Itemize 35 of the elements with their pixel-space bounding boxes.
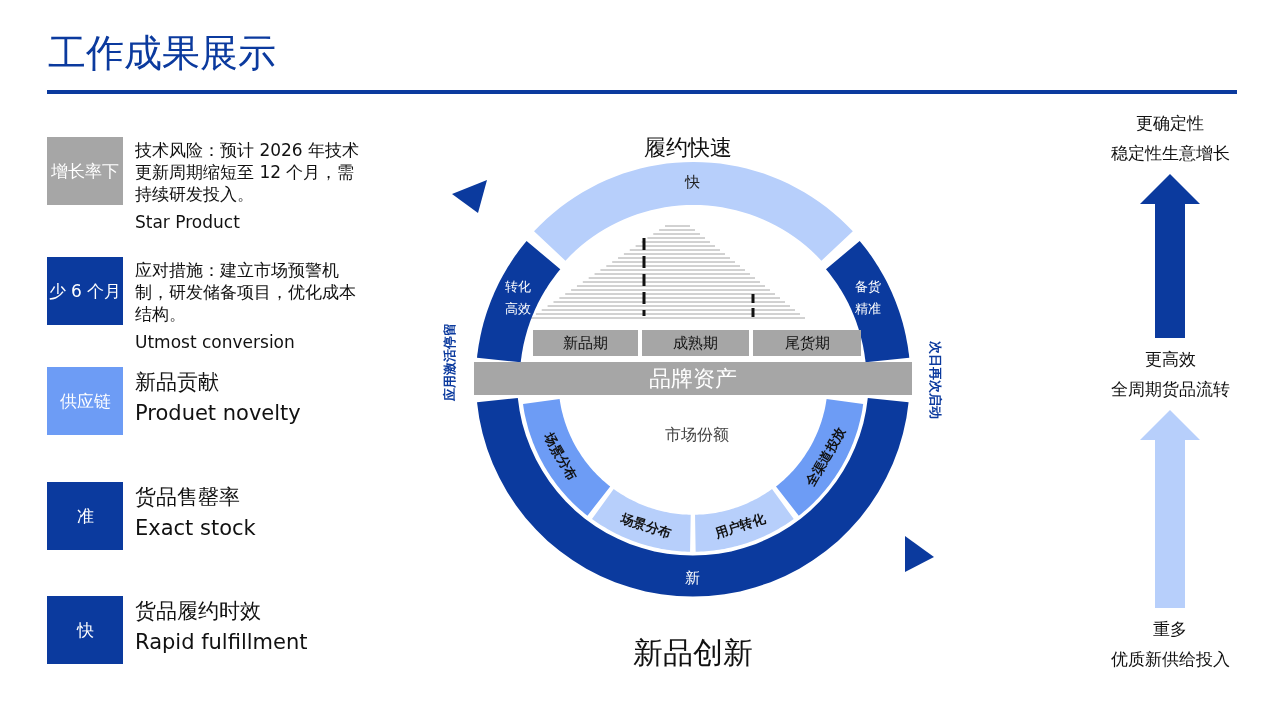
block-arrow — [1140, 410, 1200, 608]
phase-box: 成熟期 — [642, 330, 749, 356]
side-caption: 应用激活停留 — [441, 323, 458, 401]
item-heading: 技术风险：预计 2026 年技术更新周期缩短至 12 个月，需持续研发投入。 — [135, 139, 361, 205]
phase-box: 新品期 — [533, 330, 638, 356]
item-heading: 货品履约时效 — [135, 598, 262, 624]
center-caption: 市场份额 — [665, 424, 729, 446]
outcome-text: 更高效 — [1143, 348, 1197, 371]
label-box: 准 — [47, 482, 123, 550]
ring-segment: 快 — [533, 162, 853, 261]
outcome-text: 稳定性生意增长 — [1109, 142, 1231, 165]
label-box: 少 6 个月 — [47, 257, 123, 325]
section-heading: 履约快速 — [644, 134, 732, 162]
side-caption: 次日再次启动 — [927, 341, 944, 419]
item-subtitle: Star Product — [135, 211, 241, 233]
ring-segment: 转化高效 — [477, 240, 561, 362]
outcome-text: 全周期货品流转 — [1109, 378, 1231, 401]
outcome-text: 优质新供给投入 — [1109, 648, 1231, 671]
label-box: 快 — [47, 596, 123, 664]
outcome-text: 更确定性 — [1135, 112, 1205, 135]
item-subtitle: Exact stock — [135, 515, 257, 541]
item-heading: 货品售罄率 — [135, 484, 241, 510]
label-box: 供应链 — [47, 367, 123, 435]
block-arrow — [1140, 174, 1200, 338]
item-heading: 新品贡献 — [135, 369, 220, 395]
item-subtitle: Utmost conversion — [135, 331, 296, 353]
base-bar: 品牌资产 — [474, 362, 912, 395]
label-box: 增长率下 — [47, 137, 123, 205]
section-heading: 新品创新 — [633, 633, 753, 672]
item-subtitle: Rapid fulfillment — [135, 629, 309, 655]
outcome-text: 重多 — [1152, 618, 1188, 641]
item-heading: 应对措施：建立市场预警机制，研发储备项目，优化成本结构。 — [135, 259, 357, 325]
page-title: 工作成果展示 — [48, 30, 276, 77]
item-subtitle: Produet novelty — [135, 400, 302, 426]
phase-box: 尾货期 — [753, 330, 861, 356]
